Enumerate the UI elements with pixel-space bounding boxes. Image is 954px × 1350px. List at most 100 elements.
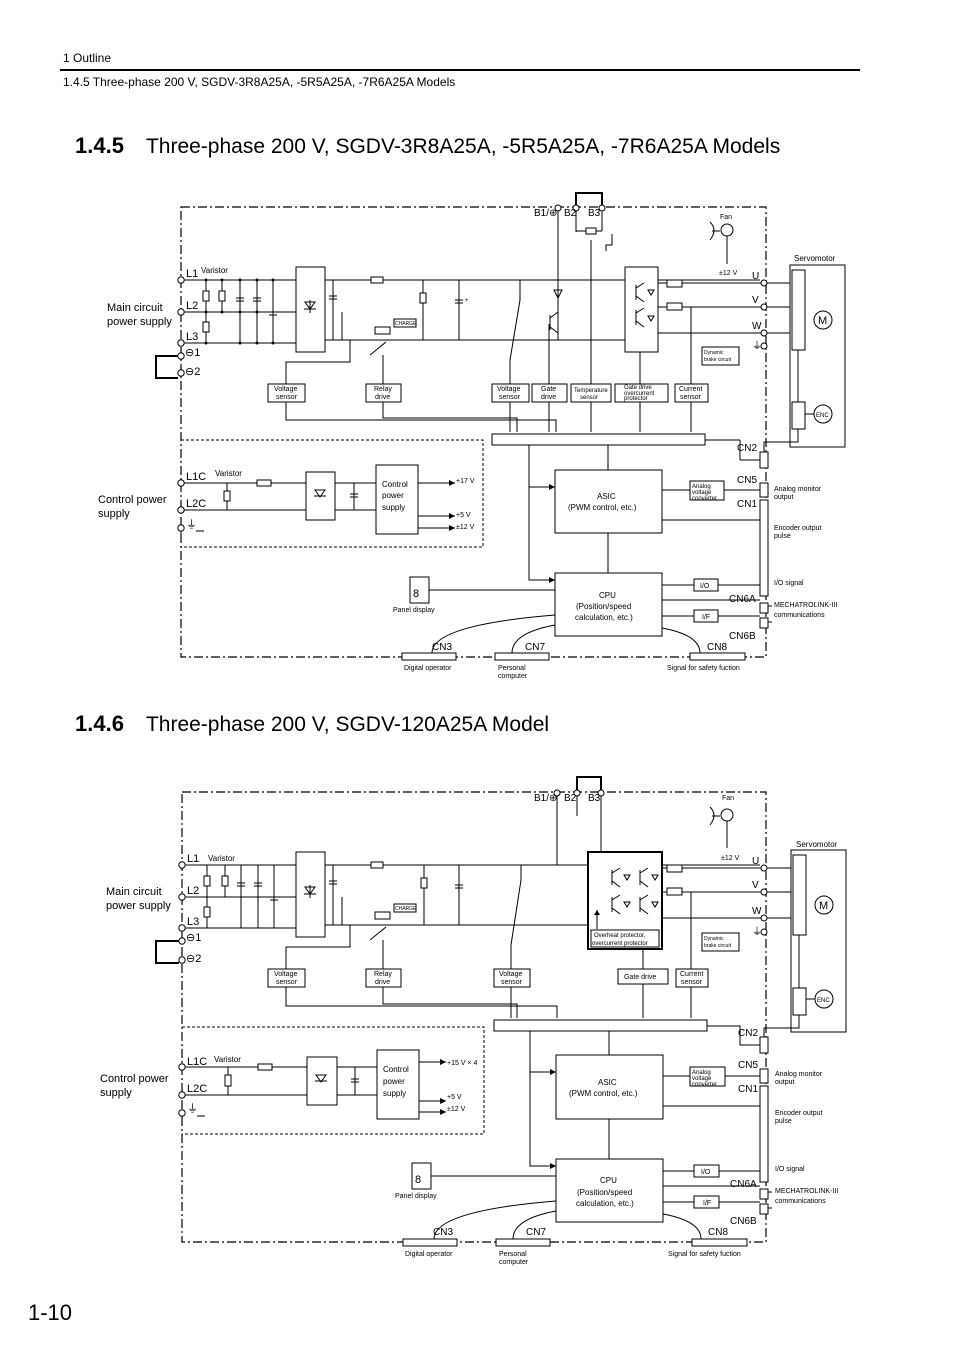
varistor-label-ctrl-2: Varistor: [214, 1055, 241, 1064]
analog-conv-l2: voltage: [692, 490, 712, 496]
terminal-B3-2: B3: [588, 793, 601, 804]
overheat-l1: Overheat protector,: [594, 933, 646, 939]
terminal-L3-2: L3: [187, 916, 199, 928]
cpu-l1: CPU: [599, 591, 616, 600]
connectors-right-1: [705, 439, 772, 629]
voltage-sensor-2-1-l1: Voltage: [274, 971, 297, 978]
internal-bus-1: [491, 433, 706, 446]
ctrl-supply-2-label-2: supply: [100, 1087, 132, 1099]
terminal-L2: L2: [186, 300, 198, 312]
output-W-2: W: [752, 906, 762, 917]
terminal-L1-2: L1: [187, 853, 199, 865]
panel-display-icon-2: 8: [415, 1174, 421, 1186]
control-ps-2-l1: Control: [383, 1065, 409, 1074]
current-sensor-l2: sensor: [680, 394, 702, 401]
cn3-label: CN3: [432, 642, 452, 653]
control-ps-2-l3: supply: [383, 1089, 406, 1098]
ctrl-supply-label-1: Control power: [98, 494, 167, 506]
fan-voltage-label: ±12 V: [719, 270, 738, 277]
ground-icon-ctrl-2: ⏚: [187, 1102, 198, 1115]
page-number: 1-10: [28, 1300, 73, 1325]
dynamic-brake-box: [701, 346, 740, 366]
gate-drive-l1: Gate: [541, 386, 556, 393]
terminal-B2: B2: [564, 208, 577, 219]
voltage-sensor-1-l2: sensor: [276, 394, 298, 401]
cpu-2-l3: calculation, etc.): [576, 1199, 634, 1208]
dynamic-brake-label-2: brake circuit: [704, 357, 732, 363]
regen-transistor: [549, 280, 563, 340]
v12-label: ±12 V: [456, 524, 475, 531]
fan-icon: [709, 221, 734, 264]
io-label-2: I/O: [701, 1169, 711, 1176]
output-U: U: [752, 271, 759, 282]
temp-sensor-l2: sensor: [580, 395, 598, 401]
analog-conv-l1: Analog: [692, 484, 711, 490]
section-number-1: 1.4.5: [75, 133, 124, 158]
v12-label-2: ±12 V: [447, 1106, 466, 1113]
panel-display-icon: 8: [413, 588, 419, 600]
cn5-label-2: CN5: [738, 1060, 758, 1071]
relay-drive-2-l1: Relay: [374, 971, 392, 978]
v15-label: +15 V × 4: [447, 1060, 477, 1067]
breadcrumb-chapter: 1 Outline: [63, 51, 112, 65]
current-sensor-l1: Current: [679, 386, 702, 393]
asic-l2: (PWM control, etc.): [568, 503, 637, 512]
varistor-label-ctrl: Varistor: [215, 469, 242, 478]
pc-label-1: Personal: [498, 665, 526, 672]
ground-icon-2: ⏚: [752, 926, 762, 938]
voltage-sensor-2-l1: Voltage: [497, 386, 520, 393]
control-ps-l1: Control: [382, 480, 408, 489]
io-signal-label: I/O signal: [774, 580, 804, 587]
digital-operator-label-2: Digital operator: [405, 1251, 453, 1258]
analog-monitor-l2: output: [774, 494, 794, 501]
motor-symbol: M: [818, 315, 827, 327]
output-V: V: [752, 295, 759, 306]
cpu-2-l2: (Position/speed: [577, 1188, 632, 1197]
servomotor-2: M ENC: [763, 849, 847, 1040]
output-V-2: V: [752, 880, 759, 891]
input-filter-2: [185, 864, 296, 929]
cn8-label-2: CN8: [708, 1227, 728, 1238]
fan-label: Fan: [720, 214, 732, 221]
mechatrolink-2-l2: communications: [775, 1198, 826, 1205]
regen-terminals-2: [553, 776, 605, 865]
gate-drive-l2: drive: [541, 394, 556, 401]
servomotor-label-2: Servomotor: [796, 840, 838, 849]
servomotor: M ENC: [763, 264, 846, 455]
current-sensor-2-l1: Current: [680, 971, 703, 978]
gate-drive-2-label: Gate drive: [624, 974, 656, 981]
ground-icon-ctrl: ⏚: [186, 518, 197, 531]
fan-icon-2: [709, 806, 734, 848]
ipm-module: [587, 851, 663, 950]
cn2-label: CN2: [737, 443, 757, 454]
terminal-B3: B3: [588, 208, 601, 219]
cn1-label: CN1: [737, 499, 757, 510]
fan-voltage-label-2: ±12 V: [721, 855, 740, 862]
voltage-sensor-2-2-l1: Voltage: [499, 971, 522, 978]
gd-oc-l3: protector: [624, 396, 648, 402]
terminal-L1C-2: L1C: [187, 1056, 207, 1068]
sensor-row-2: [267, 865, 709, 1018]
terminal-L2C: L2C: [186, 498, 206, 510]
cn3-label-2: CN3: [433, 1227, 453, 1238]
asic-2-l1: ASIC: [598, 1078, 617, 1087]
relay-drive-l2: drive: [375, 394, 390, 401]
terminal-L3: L3: [186, 331, 198, 343]
gd-oc-l1: Gate drive: [624, 385, 652, 391]
gd-oc-l2: overcurrent: [624, 391, 655, 397]
mechatrolink-2-l1: MECHATROLINK-III: [775, 1188, 838, 1195]
cn5-label: CN5: [737, 475, 757, 486]
terminal-L2C-2: L2C: [187, 1083, 207, 1095]
dc-bus: CHARGE +: [325, 276, 760, 356]
asic-l1: ASIC: [597, 492, 616, 501]
pc-2-label-1: Personal: [499, 1251, 527, 1258]
voltage-sensor-2-1-l2: sensor: [276, 979, 298, 986]
analog-conv-2-l2: voltage: [692, 1076, 712, 1082]
section-title-1: Three-phase 200 V, SGDV-3R8A25A, -5R5A25…: [145, 135, 781, 158]
dynamic-brake-label-1: Dynamic: [704, 350, 724, 356]
cn8-label: CN8: [707, 642, 727, 653]
control-power-section-2: [178, 1049, 446, 1122]
main-supply-label-2-2: power supply: [106, 900, 171, 912]
terminal-B1: B1/⊕: [534, 208, 557, 219]
terminal-neg2-2: ⊖2: [186, 953, 201, 965]
